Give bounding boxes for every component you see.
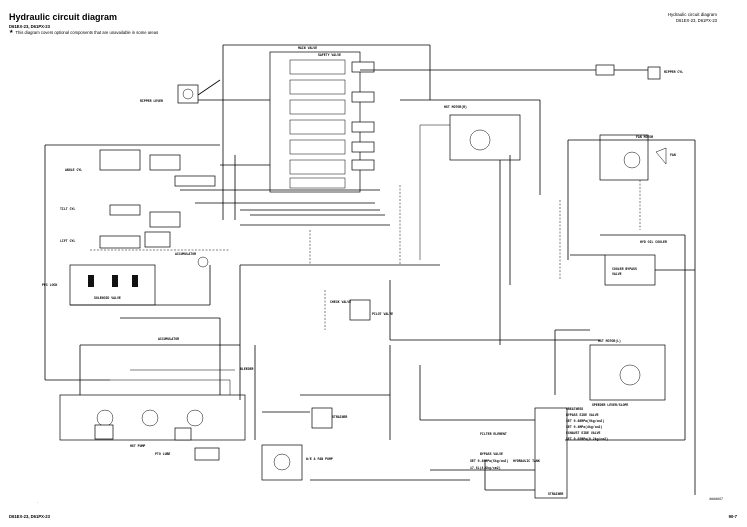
accumulator-upper-label: ACCUMULATOR xyxy=(175,252,196,256)
greatness-label: GREATNESS xyxy=(566,407,583,411)
coverage-note-text: This diagram covers optional components … xyxy=(15,30,159,35)
angle-cyl-label: ANGLE CYL xyxy=(65,168,82,172)
blade-cylinders: ANGLE CYL TILT CYL LIFT CYL xyxy=(60,149,216,249)
accumulator-upper: ACCUMULATOR xyxy=(175,252,209,268)
spec-3-label: SET 0.4MPa(4kg/cm2) xyxy=(566,425,602,429)
pipe-network xyxy=(44,44,696,495)
relief-spec-block: GREATNESS BYPASS SIDE VALVE SET 0.88MPa(… xyxy=(566,407,608,441)
ppc-lock-cluster: PPC LOCK SOLENOID VALVE xyxy=(42,264,156,306)
bottom-dot-mark: . xyxy=(37,499,39,504)
accumulator-lower-label: ACCUMULATOR xyxy=(158,337,179,341)
pilot-valve-label: PILOT VALVE xyxy=(372,312,393,316)
hst-pump-label: HST PUMP xyxy=(130,444,145,448)
fan-motor: FAN MOTOR FAN xyxy=(599,134,676,181)
spec-2-label: SET 0.88MPa(9kg/cm2) xyxy=(566,419,604,423)
cooler-bypass-label: COOLER BYPASS xyxy=(612,267,637,271)
check-valve-label: CHECK VALVE xyxy=(330,300,351,304)
fan-motor-label: FAN MOTOR xyxy=(636,135,653,139)
hst-motor-l-label: HST MOTOR(L) xyxy=(598,339,621,343)
document-code: #####07 xyxy=(709,497,723,501)
lift-cyl-label: LIFT CYL xyxy=(60,239,75,243)
hydraulic-tank: FILTER ELEMENT HYDRAULIC TANK BYPASS VAL… xyxy=(470,407,568,499)
right-header-title: Hydraulic circuit diagram xyxy=(667,12,717,17)
solenoid-valve-label: SOLENOID VALVE xyxy=(94,296,121,300)
pto-lube-label: PTO LUBE xyxy=(155,452,170,456)
hst-motor-left: HST MOTOR(L) SPEEDER LEVER/SLOPE xyxy=(589,339,666,407)
spec-5-label: SET 0.02MPa(0.2kg/cm2) xyxy=(566,437,608,441)
pilot-valve-column xyxy=(351,61,375,171)
ripper-lever: RIPPER LEVER xyxy=(140,84,199,104)
main-valve-block: MAIN VALVE SAFETY VALVE xyxy=(269,46,361,193)
bleeder-label: BLEEDER xyxy=(240,367,253,371)
ppc-lock-label: PPC LOCK xyxy=(42,283,57,287)
cooler-bypass-label-2: VALVE xyxy=(612,272,622,276)
model-label: D61EX-23, D61PX-23 xyxy=(9,24,50,29)
hst-motor-r-label: HST MOTOR(R) xyxy=(444,105,467,109)
diagram-title: Hydraulic circuit diagram xyxy=(9,12,118,22)
we-fan-pump: W/E & FAN PUMP STRAINER xyxy=(261,407,347,481)
fan-label: FAN xyxy=(670,153,676,157)
hst-pump-group: ACCUMULATOR HST PUMP PTO LUBE BLEEDER xyxy=(59,337,253,461)
star-icon: ★ xyxy=(9,29,14,35)
we-fan-pump-label: W/E & FAN PUMP xyxy=(306,457,333,461)
bypass-set-label: BYPASS VALVE xyxy=(480,452,503,456)
strainer-tank-label: STRAINER xyxy=(548,492,563,496)
ripper-cyl-label: RIPPER CYL xyxy=(664,70,683,74)
safety-valve-label: SAFETY VALVE xyxy=(318,53,341,57)
page-number: 90-7 xyxy=(728,514,737,519)
tilt-cyl-label: TILT CYL xyxy=(60,207,75,211)
footer-model: D61EX-23, D61PX-23 xyxy=(9,514,50,519)
ripper-lever-label: RIPPER LEVER xyxy=(140,99,163,103)
filter-element-label: FILTER ELEMENT xyxy=(480,432,507,436)
bypass-set-label-2: SET 0.49MPa(5kg/cm2) xyxy=(470,459,508,463)
strainer-label: STRAINER xyxy=(332,415,347,419)
central-check-valve: CHECK VALVE PILOT VALVE xyxy=(330,299,393,321)
ripper-cylinder: RIPPER CYL xyxy=(595,64,683,80)
hydraulic-tank-label: HYDRAULIC TANK xyxy=(513,459,540,463)
hst-motor-right: HST MOTOR(R) xyxy=(444,105,521,161)
spec-1-label: BYPASS SIDE VALVE xyxy=(566,413,599,417)
spec-4-label: EXHAUST SIDE VALVE xyxy=(566,431,601,435)
overview-label: SPEEDER LEVER/SLOPE xyxy=(592,403,628,407)
right-header-model: D61EX-23, D61PX-23 xyxy=(676,18,717,23)
coverage-note: ★ This diagram covers optional component… xyxy=(9,29,159,36)
main-valve-label: MAIN VALVE xyxy=(298,46,317,50)
hyd-oil-cooler-label: HYD OIL COOLER xyxy=(640,240,667,244)
hyd-oil-cooler: HYD OIL COOLER COOLER BYPASS VALVE xyxy=(604,240,667,286)
